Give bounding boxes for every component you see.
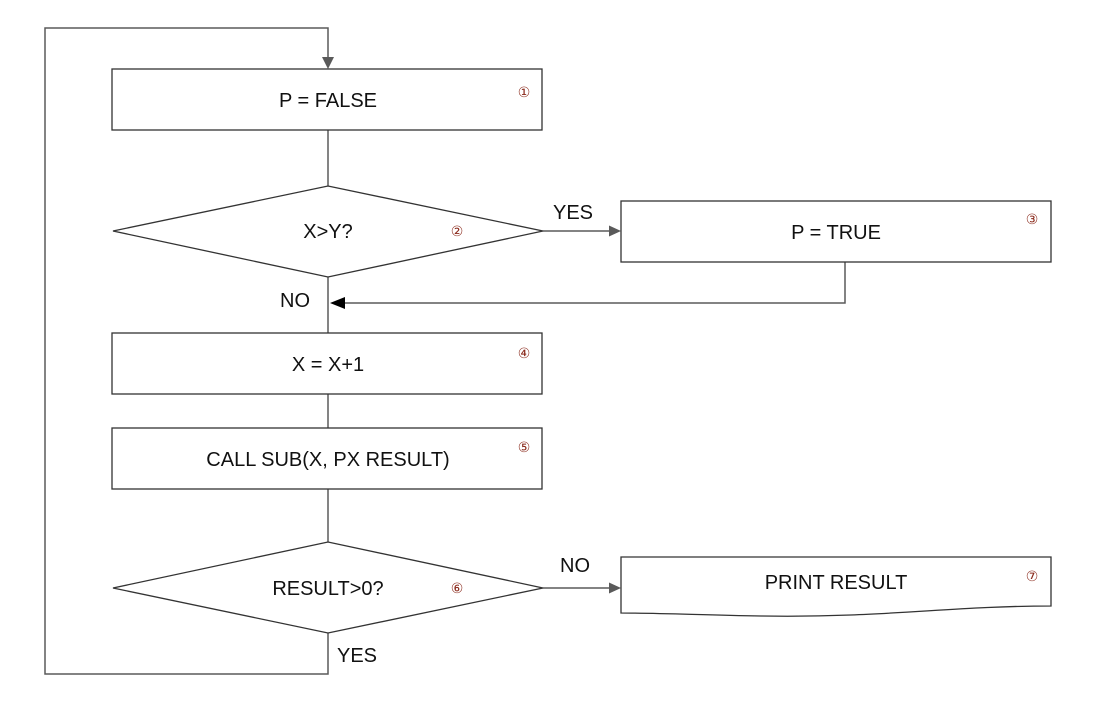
node-label: P = TRUE (791, 222, 881, 244)
document-shape (620, 556, 1052, 617)
edge-label-yes-2: YES (337, 645, 377, 667)
edge-label-no-1: NO (280, 290, 310, 312)
no-arrowhead (609, 582, 621, 594)
node-label: RESULT>0? (272, 578, 383, 600)
step-number: ③ (1026, 212, 1039, 228)
node-label: X = X+1 (292, 354, 364, 376)
edge-labels: YES NO NO YES (280, 202, 593, 667)
loop-back-arrowhead (322, 57, 334, 69)
step-number: ④ (518, 346, 531, 362)
node-x-gt-y: X>Y? ② (112, 185, 544, 278)
node-label: PRINT RESULT (765, 572, 908, 594)
step-number: ⑤ (518, 440, 531, 456)
edge-label-no-2: NO (560, 555, 590, 577)
node-print-result: PRINT RESULT ⑦ (620, 556, 1052, 617)
step-number: ① (518, 85, 531, 101)
process-box (111, 332, 543, 395)
edge-label-yes-1: YES (553, 202, 593, 224)
connector-3-merge (345, 262, 846, 304)
step-number: ② (451, 224, 464, 240)
process-box (111, 427, 543, 490)
node-x-increment: X = X+1 ④ (111, 332, 543, 395)
node-result-gt-0: RESULT>0? ⑥ (112, 541, 544, 634)
connectors (44, 27, 846, 675)
step-number: ⑦ (1026, 569, 1039, 585)
node-label: CALL SUB(X, PX RESULT) (206, 449, 449, 471)
step-number: ⑥ (451, 581, 464, 597)
node-p-false: P = FALSE ① (111, 68, 543, 131)
loop-back-line (44, 27, 329, 675)
node-call-sub: CALL SUB(X, PX RESULT) ⑤ (111, 427, 543, 490)
node-label: X>Y? (303, 221, 352, 243)
node-p-true: P = TRUE ③ (620, 200, 1052, 263)
node-label: P = FALSE (279, 90, 377, 112)
process-box (620, 200, 1052, 263)
decision-diamond (112, 185, 544, 278)
decision-diamond (112, 541, 544, 634)
merge-arrowhead (330, 297, 345, 309)
yes-arrowhead (609, 225, 621, 237)
process-box (111, 68, 543, 131)
